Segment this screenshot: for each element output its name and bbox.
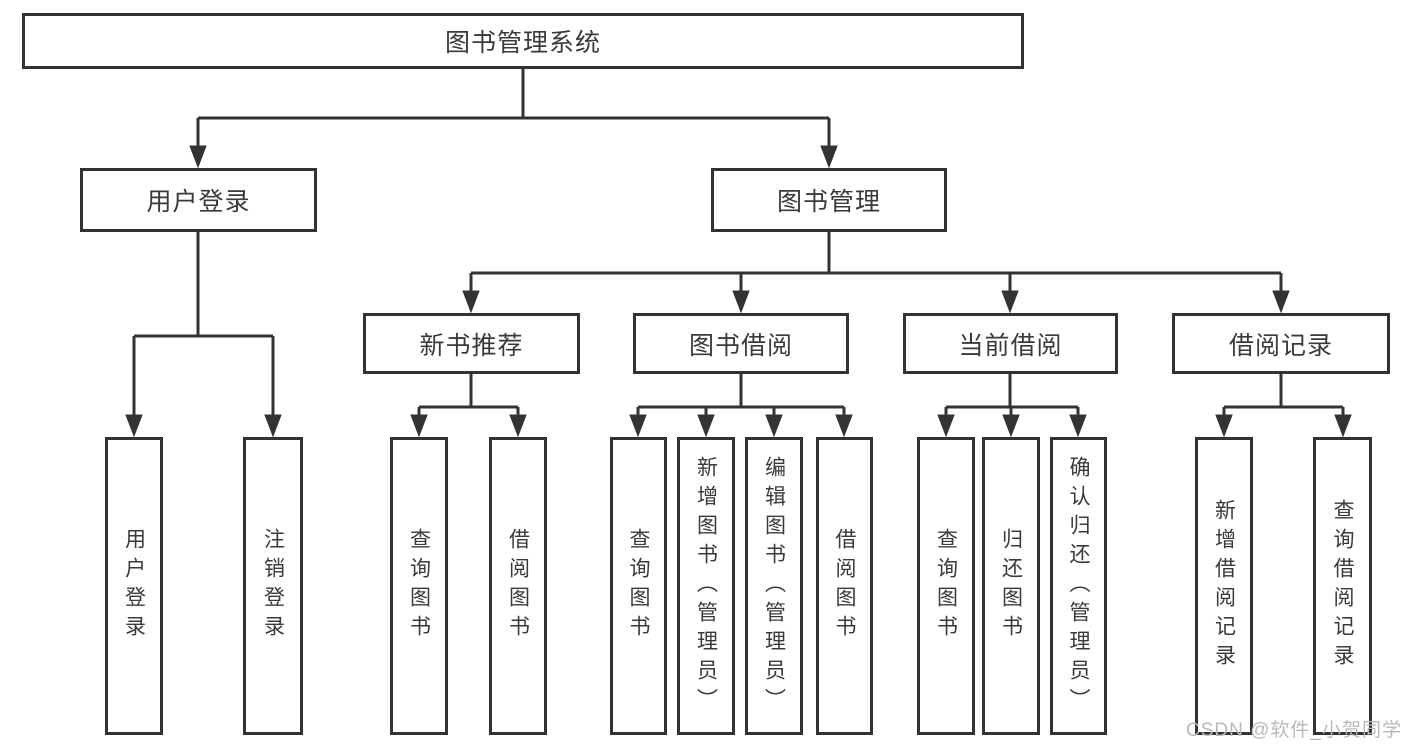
node-book-borrowing: 图书借阅: [633, 313, 849, 374]
node-current-borrowing: 当前借阅: [903, 313, 1118, 374]
node-new-book-recommendation: 新书推荐: [363, 313, 580, 374]
node-library-system: 图书管理系统: [22, 13, 1024, 69]
leaf-label: 用户登录: [122, 528, 146, 644]
leaf-return-books: 归还图书: [982, 437, 1040, 735]
leaf-borrow-books-recommend: 借阅图书: [489, 437, 547, 735]
node-borrowing-records: 借阅记录: [1172, 313, 1390, 374]
leaf-add-borrow-record: 新增借阅记录: [1195, 437, 1253, 735]
leaf-label: 查询图书: [407, 528, 431, 644]
leaf-query-books-current: 查询图书: [917, 437, 975, 735]
leaf-label: 借阅图书: [506, 528, 530, 644]
leaf-confirm-return-admin: 确认归还（管理员）: [1050, 437, 1107, 735]
leaf-logout: 注销登录: [243, 437, 303, 735]
leaf-borrow-books: 借阅图书: [816, 437, 873, 735]
leaf-label: 借阅图书: [833, 528, 856, 644]
node-book-management: 图书管理: [711, 168, 947, 232]
leaf-query-books-borrow: 查询图书: [610, 437, 667, 735]
leaf-label: 查询借阅记录: [1331, 499, 1354, 673]
leaf-label: 归还图书: [999, 528, 1023, 644]
node-user-login: 用户登录: [80, 168, 317, 232]
watermark: CSDN @软件_小贺同学: [1186, 720, 1402, 741]
leaf-add-books-admin: 新增图书（管理员）: [677, 437, 735, 735]
leaf-query-borrow-record: 查询借阅记录: [1313, 437, 1372, 735]
leaf-label: 编辑图书（管理员）: [762, 455, 786, 717]
leaf-label: 查询图书: [627, 528, 650, 644]
leaf-label: 注销登录: [261, 528, 285, 644]
leaf-label: 新增借阅记录: [1212, 499, 1236, 673]
leaf-query-books-recommend: 查询图书: [390, 437, 448, 735]
leaf-label: 查询图书: [934, 528, 958, 644]
leaf-user-login: 用户登录: [105, 437, 163, 735]
leaf-edit-books-admin: 编辑图书（管理员）: [745, 437, 803, 735]
leaf-label: 新增图书（管理员）: [694, 455, 718, 717]
leaf-label: 确认归还（管理员）: [1067, 455, 1090, 717]
